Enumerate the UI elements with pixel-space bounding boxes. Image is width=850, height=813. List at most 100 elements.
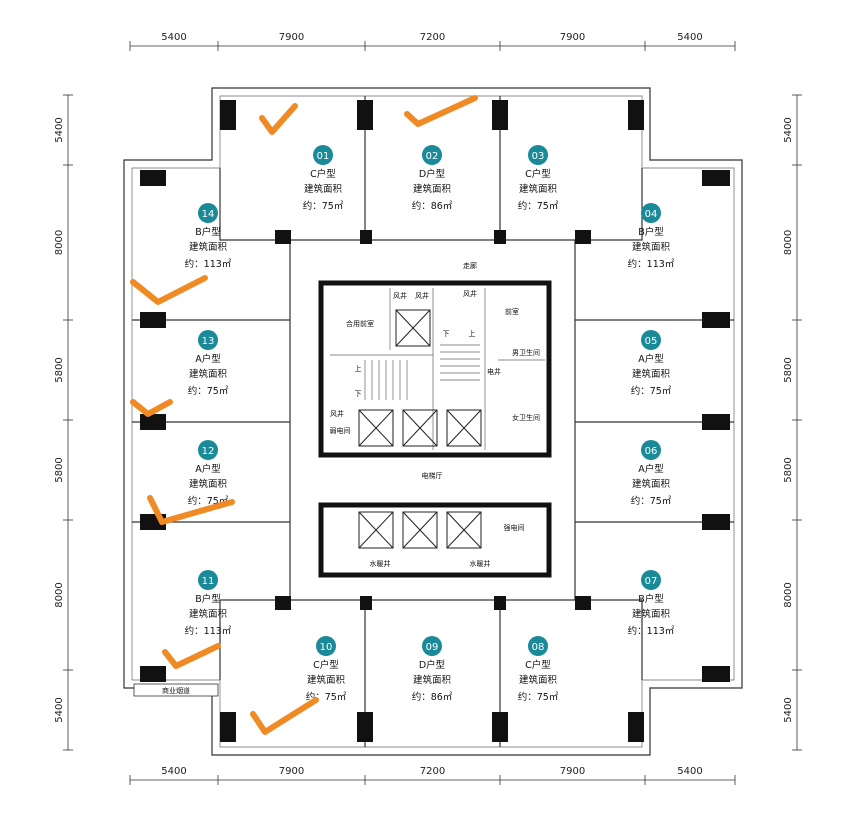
elec-shaft-label: 电井 [487, 367, 501, 376]
unit-area: 约：75㎡ [631, 385, 672, 397]
unit-area-label: 建筑面积 [413, 183, 452, 195]
dimension-label-horizontal: 7900 [279, 766, 304, 777]
elevators [358, 309, 482, 549]
plumbing-shaft-label-2: 水暖井 [470, 559, 491, 568]
dimension-label-horizontal: 7900 [279, 32, 304, 43]
unit-type: B户型 [638, 593, 664, 605]
unit-area-label: 建筑面积 [632, 368, 671, 380]
unit-area-label: 建筑面积 [632, 478, 671, 490]
unit-number-badge [198, 440, 218, 460]
orange-checkmarks [130, 95, 478, 735]
unit-partitions [132, 96, 734, 747]
unit-area: 约：86㎡ [412, 691, 453, 703]
unit-type: B户型 [195, 593, 221, 605]
air-shaft-label-4: 风井 [330, 409, 344, 418]
stair-up-label-2: 上 [469, 329, 476, 338]
unit-area: 约：113㎡ [628, 258, 675, 270]
unit-area-label: 建筑面积 [413, 674, 452, 686]
structural-columns [140, 100, 730, 742]
unit-number-badge [422, 636, 442, 656]
unit-number-badge [313, 145, 333, 165]
unit-number-badge [641, 570, 661, 590]
checkmark [162, 643, 221, 669]
unit-area-label: 建筑面积 [189, 241, 228, 253]
unit-type: D户型 [419, 168, 446, 180]
shared-anteroom-label: 合用前室 [346, 319, 374, 328]
checkmark [259, 103, 298, 135]
dimension-label-horizontal: 5400 [161, 766, 186, 777]
unit-number: 07 [645, 576, 658, 587]
dimension-label-vertical: 5400 [783, 697, 794, 722]
unit-area-label: 建筑面积 [189, 368, 228, 380]
unit-type: A户型 [638, 353, 664, 365]
weak-elec-label: 弱电间 [330, 426, 351, 435]
checkmark [250, 697, 319, 735]
air-shaft-label-2: 风井 [415, 291, 429, 300]
unit-area: 约：86㎡ [412, 200, 453, 212]
unit-number-badge [198, 203, 218, 223]
checkmark [404, 95, 478, 127]
unit-number-badge [198, 330, 218, 350]
unit-number-badge [641, 440, 661, 460]
unit-area: 约：113㎡ [185, 258, 232, 270]
plumbing-shaft-label-1: 水暖井 [370, 559, 391, 568]
air-shaft-label-1: 风井 [393, 291, 407, 300]
dimension-label-vertical: 8000 [54, 230, 65, 255]
unit-number: 03 [532, 151, 545, 162]
stair-down-label-2: 下 [443, 330, 450, 338]
dimension-label-vertical: 5400 [54, 117, 65, 142]
unit-labels: 01C户型建筑面积约：75㎡02D户型建筑面积约：86㎡03C户型建筑面积约：7… [185, 145, 675, 703]
unit-number-badge [528, 636, 548, 656]
unit-area-label: 建筑面积 [519, 674, 558, 686]
unit-type: A户型 [638, 463, 664, 475]
stairs [364, 344, 480, 400]
checkmark [147, 495, 235, 525]
mens-wc-label: 男卫生间 [512, 348, 540, 357]
unit-number: 06 [645, 446, 658, 457]
unit-area-label: 建筑面积 [189, 478, 228, 490]
unit-number: 04 [645, 209, 658, 220]
dimension-label-horizontal: 7200 [420, 32, 445, 43]
unit-number: 01 [317, 151, 330, 162]
commercial-flue-label: 商业烟道 [162, 686, 190, 695]
unit-type: C户型 [525, 168, 551, 180]
unit-number: 09 [426, 642, 439, 653]
unit-number: 11 [202, 576, 215, 587]
dimension-label-horizontal: 5400 [677, 32, 702, 43]
unit-number-badge [316, 636, 336, 656]
unit-type: C户型 [525, 659, 551, 671]
dimension-label-vertical: 5800 [54, 357, 65, 382]
unit-number-badge [641, 330, 661, 350]
unit-area: 约：113㎡ [185, 625, 232, 637]
elevator-hall-label: 电梯厅 [422, 471, 443, 480]
unit-area: 约：75㎡ [303, 200, 344, 212]
dimension-label-vertical: 8000 [783, 582, 794, 607]
unit-type: C户型 [310, 168, 336, 180]
dimension-label-horizontal: 5400 [677, 766, 702, 777]
unit-number: 08 [532, 642, 545, 653]
unit-type: D户型 [419, 659, 446, 671]
unit-area-label: 建筑面积 [632, 241, 671, 253]
unit-number: 13 [202, 336, 215, 347]
unit-number: 14 [202, 209, 215, 220]
unit-area-label: 建筑面积 [519, 183, 558, 195]
unit-number-badge [641, 203, 661, 223]
dimension-label-vertical: 5400 [54, 697, 65, 722]
unit-area-label: 建筑面积 [189, 608, 228, 620]
